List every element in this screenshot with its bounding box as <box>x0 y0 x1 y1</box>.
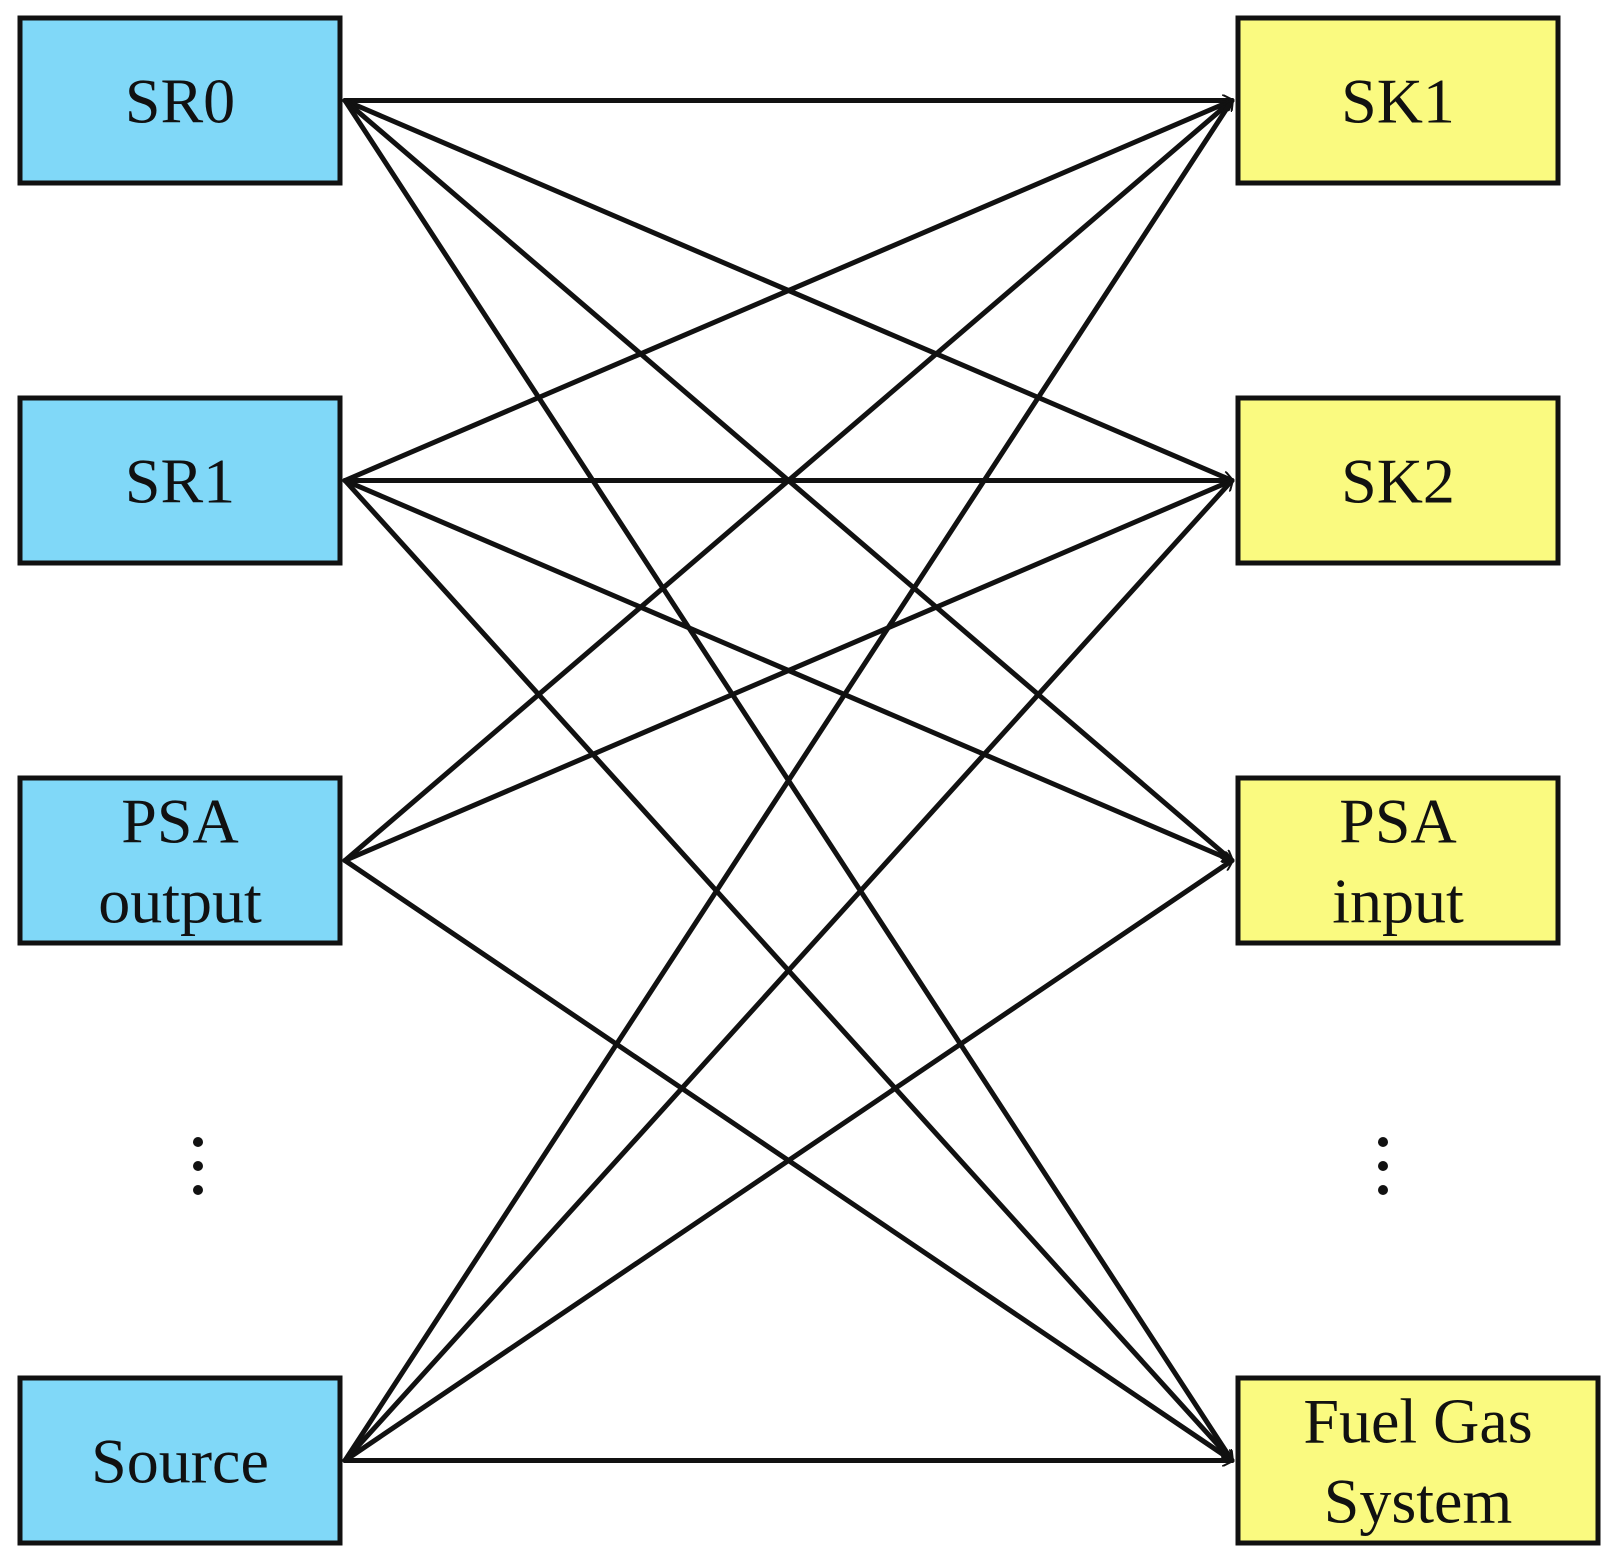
node-label-sk1-line-0: SK1 <box>1341 66 1455 137</box>
node-label-sr0-line-0: SR0 <box>125 66 235 137</box>
ellipsis-dot <box>193 1137 203 1147</box>
node-box-sk2 <box>1235 395 1561 566</box>
node-label-fuel-gas-system-line-0: Fuel Gas <box>1303 1386 1532 1457</box>
edge-source-to-sk1 <box>342 101 1235 1463</box>
edges-layer <box>342 101 1235 1463</box>
edge-psa-output-to-sk1 <box>342 101 1232 863</box>
node-box-source <box>17 1375 343 1546</box>
sinks-ellipsis <box>1378 1137 1388 1195</box>
node-label-psa-input-line-0: PSA <box>1339 786 1456 857</box>
node-label-psa-input-line-1: input <box>1332 866 1464 937</box>
node-box-sr0 <box>17 15 343 186</box>
node-sk1: SK1 <box>1235 15 1561 186</box>
edge-psa-output-to-sk2 <box>342 481 1232 863</box>
node-label-sr1-line-0: SR1 <box>125 446 235 517</box>
node-psa-output: PSA output <box>17 775 343 946</box>
node-box-sk1 <box>1235 15 1561 186</box>
ellipsis-layer <box>193 1137 1388 1195</box>
node-label-psa-output-line-0: PSA <box>121 786 238 857</box>
ellipsis-dot <box>193 1185 203 1195</box>
node-source: Source <box>17 1375 343 1546</box>
node-label-sk2-line-0: SK2 <box>1341 446 1455 517</box>
ellipsis-dot <box>193 1161 203 1171</box>
node-box-sr1 <box>17 395 343 566</box>
sources-ellipsis <box>193 1137 203 1195</box>
edge-source-to-sk2 <box>342 481 1232 1463</box>
node-label-psa-output-line-1: output <box>98 866 262 937</box>
node-box-psa-output <box>17 775 343 946</box>
ellipsis-dot <box>1378 1161 1388 1171</box>
node-label-source-line-0: Source <box>91 1426 269 1497</box>
node-sr1: SR1 <box>17 395 343 566</box>
node-sr0: SR0 <box>17 15 343 186</box>
node-psa-input: PSA input <box>1235 775 1561 946</box>
node-box-psa-input <box>1235 775 1561 946</box>
ellipsis-dot <box>1378 1185 1388 1195</box>
node-box-fuel-gas-system <box>1235 1375 1601 1546</box>
edge-source-to-psa-input <box>342 858 1232 1463</box>
ellipsis-dot <box>1378 1137 1388 1147</box>
node-sk2: SK2 <box>1235 395 1561 566</box>
node-label-fuel-gas-system-line-1: System <box>1324 1466 1512 1537</box>
edge-sr1-to-sk1 <box>342 101 1232 483</box>
